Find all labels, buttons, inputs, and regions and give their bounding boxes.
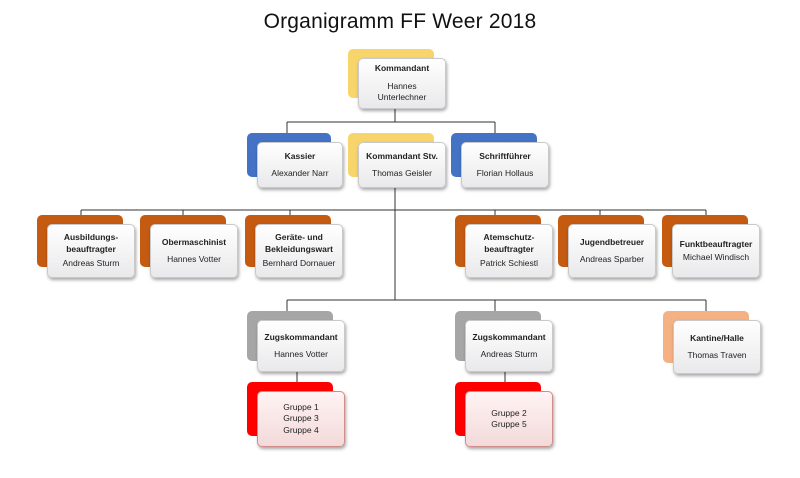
- node-title: Kassier: [284, 150, 316, 161]
- node-title: Zugskommandant: [472, 331, 546, 342]
- chart-title: Organigramm FF Weer 2018: [263, 10, 537, 33]
- node-title: Jugendbetreuer: [579, 236, 645, 247]
- node-name: Andreas Sturm: [62, 258, 120, 269]
- group-item: Gruppe 1: [283, 401, 319, 412]
- group-item: Gruppe 5: [491, 419, 527, 429]
- node-name: Andreas Sturm: [480, 349, 538, 359]
- node-title: Schriftführer: [479, 150, 531, 161]
- node-name: Michael Windisch: [682, 252, 750, 262]
- node-name: Hannes Votter: [167, 254, 221, 264]
- node-title: Geräte- und Bekleidungswart: [264, 232, 334, 254]
- node-name: Thomas Geisler: [372, 168, 432, 178]
- node-name: Thomas Traven: [687, 350, 747, 360]
- node-name: Florian Hollaus: [476, 168, 534, 178]
- group-item: Gruppe 2: [491, 407, 527, 418]
- node-name: Hannes Votter: [274, 349, 328, 359]
- node-title: Kommandant Stv.: [366, 150, 438, 161]
- node-title: Funktbeauftragter: [679, 238, 753, 249]
- group-item: Gruppe 4: [283, 424, 319, 435]
- node-name: Patrick Schiestl: [479, 258, 539, 269]
- node-title: Ausbildungs-beauftragter: [63, 232, 119, 254]
- node-title: Kommandant: [374, 63, 430, 74]
- node-title: Obermaschinist: [161, 236, 227, 247]
- node-name: Andreas Sparber: [579, 254, 645, 264]
- node-name: Alexander Narr: [271, 168, 329, 178]
- node-name: Bernhard Dornauer: [262, 258, 336, 269]
- group-item: Gruppe 3: [283, 413, 319, 424]
- node-title: Atemschutz-beauftragter: [483, 232, 535, 254]
- node-title: Kantine/Halle: [690, 332, 744, 343]
- node-title: Zugskommandant: [264, 331, 338, 342]
- node-name: Hannes Unterlechner: [377, 80, 427, 103]
